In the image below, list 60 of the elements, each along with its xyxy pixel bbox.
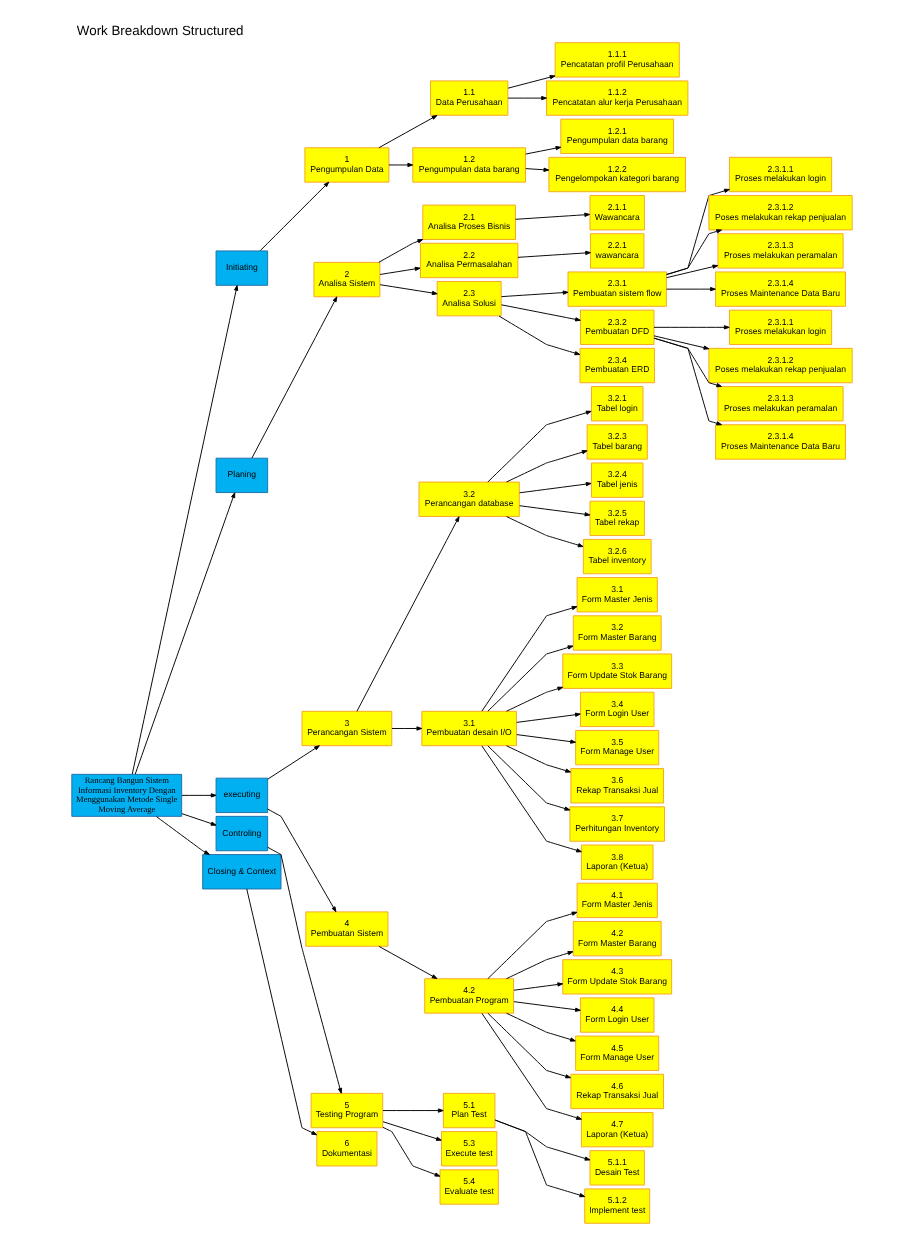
- arrow: [506, 75, 555, 89]
- arrow: [486, 911, 577, 980]
- arrow: [524, 146, 561, 155]
- arrow: [180, 813, 216, 826]
- arrow: [180, 793, 216, 798]
- arrow: [652, 337, 721, 388]
- arrow: [665, 264, 718, 279]
- arrow: [377, 115, 437, 149]
- arrow: [506, 95, 546, 101]
- arrow: [133, 492, 235, 775]
- arrow: [524, 167, 549, 172]
- arrow: [512, 1001, 580, 1012]
- arrow: [505, 951, 573, 980]
- arrow: [480, 605, 577, 712]
- arrow: [500, 304, 580, 322]
- arrow: [266, 846, 342, 1094]
- arrow: [387, 162, 413, 168]
- arrow: [665, 229, 721, 275]
- arrow: [505, 686, 563, 712]
- arrow: [500, 290, 568, 298]
- arrow: [480, 1012, 581, 1120]
- arrow: [505, 450, 587, 483]
- arrow: [245, 888, 317, 1136]
- arrow: [512, 982, 563, 991]
- arrow: [652, 337, 721, 426]
- arrow: [505, 1012, 575, 1042]
- arrow: [665, 286, 715, 292]
- arrow: [355, 516, 459, 712]
- arrow: [266, 808, 336, 913]
- arrow: [505, 745, 570, 773]
- arrow: [130, 285, 238, 775]
- arrow: [381, 1121, 441, 1141]
- arrow: [505, 516, 583, 548]
- arrow: [381, 1108, 443, 1113]
- arrow: [514, 212, 590, 220]
- arrow: [390, 726, 422, 731]
- arrow: [486, 1012, 570, 1079]
- arrow: [377, 239, 423, 263]
- arrow: [250, 296, 337, 459]
- arrow: [518, 505, 590, 517]
- arrow: [480, 745, 581, 853]
- arrow: [515, 712, 580, 723]
- arrow: [516, 250, 590, 258]
- arrow: [497, 315, 580, 356]
- arrow: [258, 181, 329, 252]
- arrow: [652, 325, 729, 330]
- arrow: [266, 745, 319, 780]
- arrow: [486, 410, 591, 483]
- arrow: [378, 284, 437, 296]
- arrow: [518, 481, 591, 494]
- arrow: [486, 645, 573, 712]
- arrow: [155, 816, 209, 855]
- arrow: [665, 188, 729, 275]
- arrow: [381, 1126, 440, 1177]
- arrow: [377, 945, 437, 980]
- arrow: [493, 1119, 585, 1198]
- arrow: [652, 335, 709, 350]
- arrow: [486, 745, 570, 811]
- arrow: [515, 734, 575, 744]
- arrow: [378, 266, 420, 275]
